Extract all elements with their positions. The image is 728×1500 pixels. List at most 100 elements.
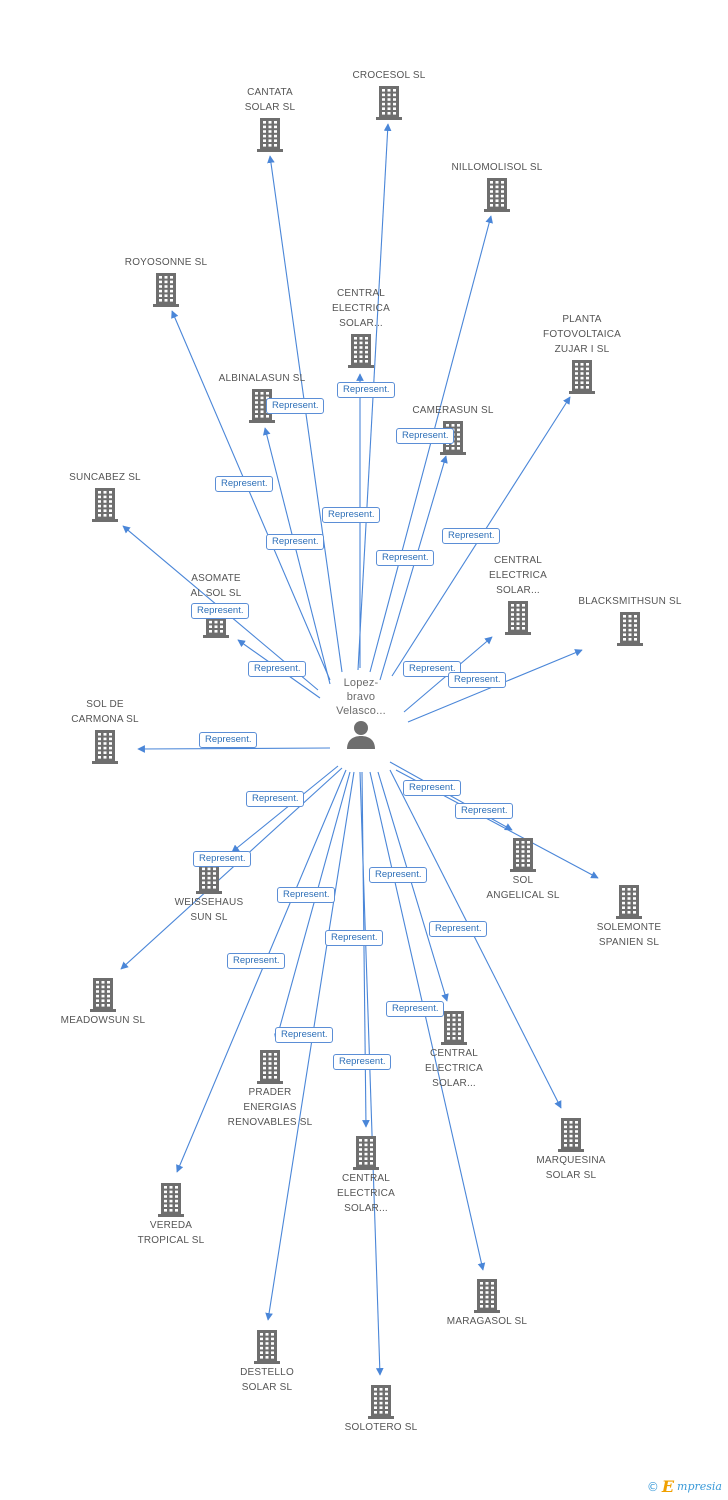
company-node-royosonne[interactable]: ROYOSONNE SL: [101, 255, 231, 308]
building-icon: [254, 1330, 280, 1364]
represent-badge[interactable]: Represent.: [191, 603, 250, 619]
person-icon: [347, 721, 375, 749]
brand-logo-initial: E: [661, 1477, 675, 1496]
company-node-weissehaus[interactable]: WEISSEHAUS SUN SL: [144, 857, 274, 925]
company-node-crocesol[interactable]: CROCESOL SL: [324, 68, 454, 121]
company-name: MARAGASOL SL: [446, 1316, 528, 1327]
company-node-solcarmona[interactable]: SOL DE CARMONA SL: [40, 697, 170, 765]
company-node-nillomolisol[interactable]: NILLOMOLISOL SL: [432, 160, 562, 213]
company-node-central4[interactable]: CENTRAL ELECTRICA SOLAR...: [301, 1133, 431, 1216]
building-icon: [158, 1183, 184, 1217]
building-icon: [617, 612, 643, 646]
company-name: CENTRAL ELECTRICA SOLAR...: [425, 1048, 483, 1089]
represent-badge[interactable]: Represent.: [322, 507, 381, 523]
represent-badge[interactable]: Represent.: [403, 661, 462, 677]
company-name: ROYOSONNE SL: [124, 257, 208, 268]
represent-badge[interactable]: Represent.: [266, 534, 325, 550]
brand-name: mpresia: [677, 1480, 722, 1493]
building-icon: [257, 1050, 283, 1084]
represent-badge[interactable]: Represent.: [376, 550, 435, 566]
company-node-solemonte[interactable]: SOLEMONTE SPANIEN SL: [564, 882, 694, 950]
building-icon: [92, 488, 118, 522]
building-icon: [353, 1136, 379, 1170]
building-icon: [441, 1011, 467, 1045]
building-icon: [348, 334, 374, 368]
represent-badge[interactable]: Represent.: [429, 921, 488, 937]
building-icon: [510, 838, 536, 872]
represent-badge[interactable]: Represent.: [396, 428, 455, 444]
represent-badge[interactable]: Represent.: [199, 732, 258, 748]
company-name: SOL DE CARMONA SL: [71, 699, 139, 725]
edge-camerasun: [379, 455, 448, 681]
company-name: SOLEMONTE SPANIEN SL: [596, 922, 662, 948]
building-icon: [616, 885, 642, 919]
represent-badge[interactable]: Represent.: [248, 661, 307, 677]
represent-badge[interactable]: Represent.: [333, 1054, 392, 1070]
edge-central3: [377, 771, 449, 1002]
company-name: CENTRAL ELECTRICA SOLAR...: [337, 1173, 395, 1214]
represent-badge[interactable]: Represent.: [246, 791, 305, 807]
person-node[interactable]: Lopez- bravo Velasco...: [326, 676, 396, 750]
company-name: VEREDA TROPICAL SL: [137, 1220, 205, 1246]
represent-badge[interactable]: Represent.: [193, 851, 252, 867]
edge-solotero: [359, 771, 384, 1376]
company-name: ASOMATE AL SOL SL: [190, 573, 242, 599]
building-icon: [484, 178, 510, 212]
represent-badge[interactable]: Represent.: [275, 1027, 334, 1043]
represent-badge[interactable]: Represent.: [455, 803, 514, 819]
copyright-symbol: ©: [646, 1479, 659, 1494]
building-icon: [558, 1118, 584, 1152]
company-node-meadowsun[interactable]: MEADOWSUN SL: [38, 975, 168, 1028]
company-node-suncabez[interactable]: SUNCABEZ SL: [40, 470, 170, 523]
edge-marquesina: [389, 769, 562, 1109]
building-icon: [257, 118, 283, 152]
edge-cantata: [267, 155, 343, 673]
edge-destello: [265, 771, 355, 1321]
edge-nillomolisol: [369, 215, 493, 673]
represent-badge[interactable]: Represent.: [227, 953, 286, 969]
company-node-central3[interactable]: CENTRAL ELECTRICA SOLAR...: [389, 1008, 519, 1091]
building-icon: [569, 360, 595, 394]
company-node-vereda[interactable]: VEREDA TROPICAL SL: [106, 1180, 236, 1248]
company-node-cantata[interactable]: CANTATA SOLAR SL: [205, 85, 335, 153]
company-node-maragasol[interactable]: MARAGASOL SL: [422, 1276, 552, 1329]
edge-weissehaus: [231, 765, 339, 853]
represent-badge[interactable]: Represent.: [337, 382, 396, 398]
represent-badge[interactable]: Represent.: [266, 398, 325, 414]
company-name: CANTATA SOLAR SL: [244, 87, 296, 113]
represent-badge[interactable]: Represent.: [403, 780, 462, 796]
represent-badge[interactable]: Represent.: [442, 528, 501, 544]
company-node-solotero[interactable]: SOLOTERO SL: [316, 1382, 446, 1435]
edge-meadowsun: [120, 767, 343, 970]
company-node-central2[interactable]: CENTRAL ELECTRICA SOLAR...: [453, 553, 583, 636]
represent-badge[interactable]: Represent.: [369, 867, 428, 883]
company-node-central1[interactable]: CENTRAL ELECTRICA SOLAR...: [296, 286, 426, 369]
represent-badge[interactable]: Represent.: [215, 476, 274, 492]
company-name: CENTRAL ELECTRICA SOLAR...: [332, 288, 390, 329]
building-icon: [474, 1279, 500, 1313]
company-node-destello[interactable]: DESTELLO SOLAR SL: [202, 1327, 332, 1395]
company-node-solangelical[interactable]: SOL ANGELICAL SL: [458, 835, 588, 903]
company-name: DESTELLO SOLAR SL: [240, 1367, 294, 1393]
building-icon: [376, 86, 402, 120]
company-name: BLACKSMITHSUN SL: [578, 596, 682, 607]
building-icon: [505, 601, 531, 635]
company-name: MEADOWSUN SL: [60, 1015, 146, 1026]
company-node-prader[interactable]: PRADER ENERGIAS RENOVABLES SL: [205, 1047, 335, 1130]
company-node-blacksmithsun[interactable]: BLACKSMITHSUN SL: [565, 594, 695, 647]
building-icon: [92, 730, 118, 764]
company-name: SUNCABEZ SL: [69, 472, 141, 483]
represent-badge[interactable]: Represent.: [386, 1001, 445, 1017]
edge-vereda: [176, 769, 347, 1173]
company-node-planta[interactable]: PLANTA FOTOVOLTAICA ZUJAR I SL: [517, 312, 647, 395]
represent-badge[interactable]: Represent.: [325, 930, 384, 946]
company-node-marquesina[interactable]: MARQUESINA SOLAR SL: [506, 1115, 636, 1183]
company-name: CROCESOL SL: [352, 70, 426, 81]
building-icon: [368, 1385, 394, 1419]
edge-albinalasun: [262, 427, 331, 685]
represent-badge[interactable]: Represent.: [448, 672, 507, 688]
edge-solcarmona: [137, 745, 331, 753]
represent-badge[interactable]: Represent.: [277, 887, 336, 903]
